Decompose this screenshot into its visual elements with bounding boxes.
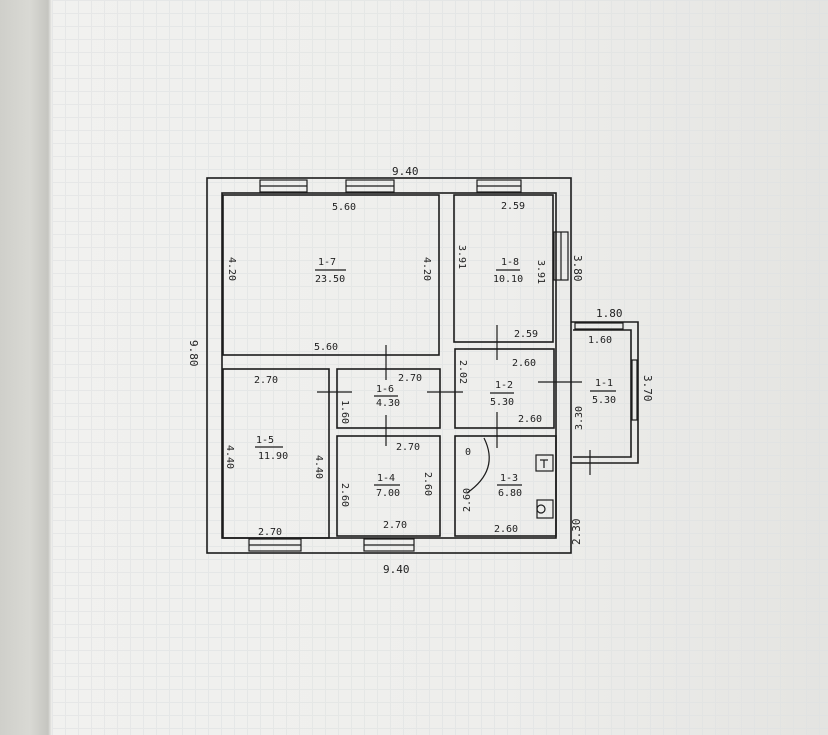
dim: 1.60 [588, 335, 612, 346]
dim: 2.59 [501, 201, 525, 212]
dim-bottom-width: 9.40 [383, 563, 410, 576]
room-id: 1-6 [376, 384, 394, 395]
room-id: 1-8 [501, 257, 519, 268]
dim: 2.70 [254, 375, 278, 386]
dim-annex-width: 1.80 [596, 307, 623, 320]
room-id: 1-5 [256, 435, 274, 446]
room-area: 23.50 [315, 274, 345, 285]
dim-annex-height: 3.70 [641, 375, 654, 402]
room-id: 1-2 [495, 380, 513, 391]
dim: 4.40 [313, 455, 324, 479]
windows [248, 179, 638, 552]
room-1-6 [336, 368, 441, 429]
dim-right-lower: 2.30 [570, 519, 583, 546]
room-1-5 [222, 368, 330, 539]
dim: 2.60 [462, 488, 473, 512]
dim: 2.59 [514, 329, 538, 340]
room-area: 6.80 [498, 488, 522, 499]
dim-annex-side: 3.30 [574, 406, 585, 430]
room-1-7 [222, 194, 440, 356]
dim: 4.40 [224, 445, 235, 469]
dim: 3.91 [456, 245, 467, 269]
dim: 2.70 [396, 442, 420, 453]
outer-wall [206, 177, 572, 554]
dim: 4.20 [226, 257, 237, 281]
dim: 2.60 [518, 414, 542, 425]
room-id: 1-1 [595, 378, 613, 389]
bathroom-fixtures [535, 454, 554, 519]
room-area: 5.30 [592, 395, 616, 406]
room-id: 1-7 [318, 257, 336, 268]
dim-top-width: 9.40 [392, 165, 419, 178]
room-1-8 [453, 194, 554, 343]
dim: 2.60 [339, 483, 350, 507]
dim: 2.70 [383, 520, 407, 531]
inner-wall [221, 192, 557, 539]
dim: 1.60 [339, 400, 350, 424]
room-1-3 [454, 435, 557, 537]
room-area: 11.90 [258, 451, 288, 462]
dim-right-upper: 3.80 [571, 255, 584, 282]
dim: 2.70 [258, 527, 282, 538]
dim-left-height: 9.80 [187, 340, 200, 367]
annex-inner-wall [573, 329, 632, 458]
dim: 5.60 [332, 202, 356, 213]
dim: 2.60 [422, 472, 433, 496]
room-area: 7.00 [376, 488, 400, 499]
dim: 5.60 [314, 342, 338, 353]
doors [317, 325, 591, 494]
room-id: 1-4 [377, 473, 395, 484]
annex-outer-wall [571, 321, 639, 464]
dim: 2.70 [398, 373, 422, 384]
mark: 0 [465, 447, 471, 458]
dim: 3.91 [535, 260, 546, 284]
graph-grid [52, 0, 828, 735]
dim: 2.60 [512, 358, 536, 369]
dim: 4.20 [421, 257, 432, 281]
room-area: 10.10 [493, 274, 523, 285]
room-1-2 [454, 348, 555, 429]
room-area: 5.30 [490, 397, 514, 408]
dim: 2.02 [457, 360, 468, 384]
dim: 2.60 [494, 524, 518, 535]
room-id: 1-3 [500, 473, 518, 484]
room-1-4 [336, 435, 441, 537]
room-area: 4.30 [376, 398, 400, 409]
